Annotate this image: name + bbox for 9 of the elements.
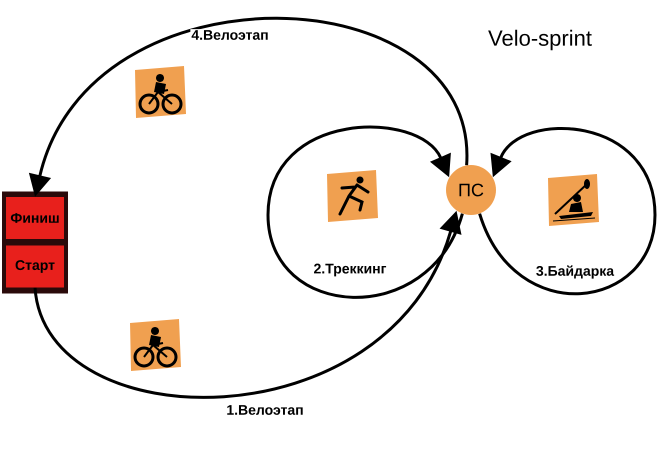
arrow — [266, 126, 464, 299]
edge-label: 4.Велоэтап — [192, 30, 268, 40]
edge-label: 1.Велоэтап — [227, 405, 303, 415]
title: Velo-sprint — [488, 30, 592, 50]
arrow — [478, 127, 656, 296]
sign-box: Старт — [6, 246, 64, 288]
sign-box: Финиш — [6, 197, 64, 239]
edge-label: 3.Байдарка — [536, 265, 614, 279]
edge-label: 2.Треккинг — [314, 264, 386, 276]
